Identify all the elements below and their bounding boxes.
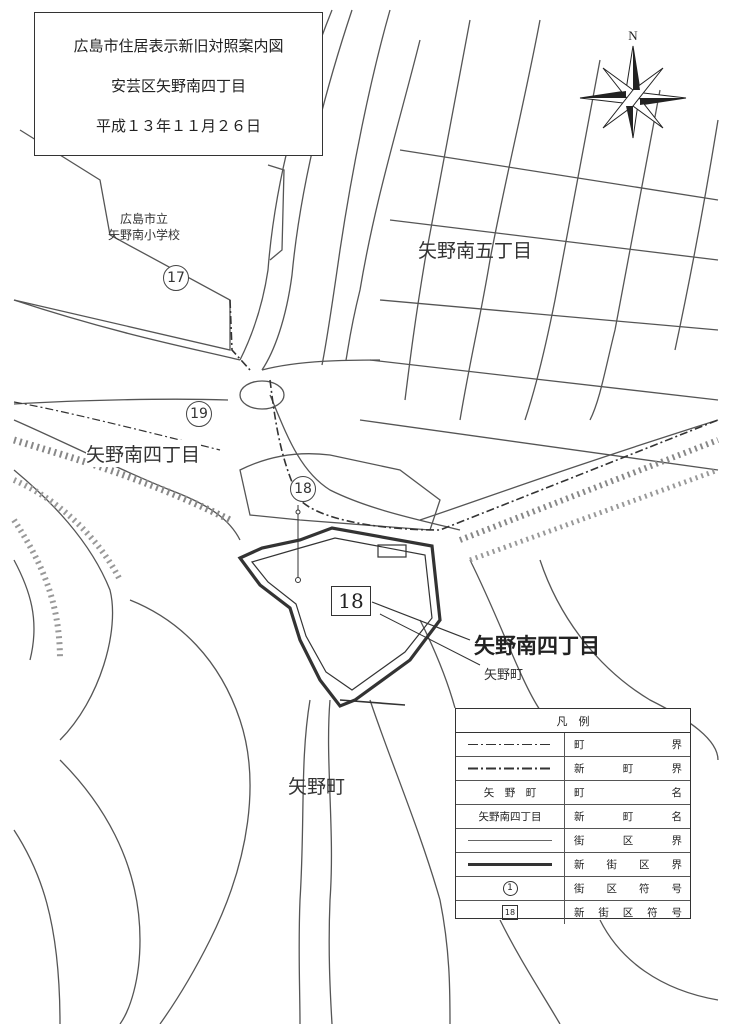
- legend-symbol-text: 矢 野 町: [483, 787, 537, 799]
- legend-symbol: [456, 853, 565, 876]
- legend-description-char: 号: [671, 907, 683, 919]
- legend-symbol: 矢 野 町: [456, 781, 565, 804]
- legend-description-char: 町: [622, 811, 634, 823]
- legend-row: 新街区界: [456, 853, 690, 877]
- legend-symbol: 18: [456, 901, 565, 924]
- legend-description-char: 新: [574, 859, 585, 871]
- legend-description: 街区符号: [574, 877, 682, 900]
- legend-description-char: 界: [671, 835, 683, 847]
- legend-description-char: 街: [574, 835, 585, 847]
- area-label-yanominami-4chome-new: 矢野南四丁目: [474, 634, 600, 658]
- legend-description-char: 街: [606, 859, 618, 871]
- legend-description-char: 町: [574, 739, 585, 751]
- legend-row: 街区界: [456, 829, 690, 853]
- compass-rose-icon: N: [578, 28, 688, 148]
- legend-row: 18 新 街 区 符 号: [456, 901, 690, 924]
- legend-row: 新町界: [456, 757, 690, 781]
- map-title: 広島市住居表示新旧対照案内図: [73, 37, 284, 55]
- legend-description-char: 界: [671, 739, 683, 751]
- legend-description: 新街区界: [574, 853, 682, 876]
- legend-symbol: 1: [456, 877, 565, 900]
- legend-description-char: 街: [574, 883, 585, 895]
- legend-symbol-text: 18: [502, 905, 518, 920]
- legend-symbol: 矢野南四丁目: [456, 805, 565, 828]
- area-label-yanominami-5chome: 矢野南五丁目: [418, 240, 533, 262]
- legend-description-char: 区: [639, 859, 650, 871]
- legend-row: 矢野南四丁目 新 町 名: [456, 805, 690, 829]
- block-marker-18: 18: [290, 476, 316, 502]
- legend-description: 新町名: [574, 805, 682, 828]
- legend-description-char: 町: [622, 763, 634, 775]
- legend-symbol: [456, 733, 565, 756]
- map-date: 平成１３年１１月２６日: [95, 117, 261, 135]
- area-label-yanocho: 矢野町: [288, 776, 346, 798]
- legend-line-sample: [468, 767, 552, 770]
- map-title-box: 広島市住居表示新旧対照案内図 安芸区矢野南四丁目 平成１３年１１月２６日: [34, 12, 323, 156]
- legend-title: 凡 例: [556, 715, 590, 728]
- legend-symbol: [456, 829, 565, 852]
- legend-line-sample: [468, 744, 552, 745]
- legend-description-char: 区: [606, 883, 618, 895]
- area-label-yanocho-small: 矢野町: [484, 668, 524, 683]
- legend-description-char: 界: [671, 859, 683, 871]
- legend-description: 新街区符号: [574, 901, 682, 924]
- legend-description-char: 区: [622, 835, 634, 847]
- legend-description-char: 名: [671, 811, 683, 823]
- legend-description-char: 新: [574, 811, 585, 823]
- map-subtitle-district: 安芸区矢野南四丁目: [110, 77, 246, 95]
- legend-line-sample: [468, 863, 552, 866]
- legend-description: 街区界: [574, 829, 682, 852]
- legend-description-char: 区: [622, 907, 634, 919]
- block-marker-19: 19: [186, 401, 212, 427]
- legend-row: 1 街 区 符 号: [456, 877, 690, 901]
- legend-description-char: 名: [671, 787, 683, 799]
- legend-symbol-text: 1: [502, 881, 518, 896]
- legend-description-char: 新: [574, 907, 585, 919]
- legend-description-char: 符: [639, 883, 650, 895]
- legend-description-char: 街: [598, 907, 609, 919]
- legend-symbol: [456, 757, 565, 780]
- school-label-line1: 広島市立: [120, 212, 169, 226]
- school-label-line2: 矢野南小学校: [108, 228, 181, 242]
- legend-description-char: 町: [574, 787, 585, 799]
- north-label: N: [628, 28, 638, 43]
- legend-header: 凡 例: [456, 709, 690, 733]
- legend-description-char: 新: [574, 763, 585, 775]
- legend-description: 新町界: [574, 757, 682, 780]
- legend-description-char: 号: [671, 883, 683, 895]
- legend-description-char: 符: [647, 907, 658, 919]
- legend-description-char: 界: [671, 763, 683, 775]
- legend-row: 町界: [456, 733, 690, 757]
- legend-line-sample: [468, 840, 552, 841]
- area-label-yanominami-4chome-old: 矢野南四丁目: [86, 440, 201, 467]
- legend-row: 矢 野 町町名: [456, 781, 690, 805]
- legend-symbol-text: 矢野南四丁目: [478, 811, 542, 823]
- block-marker-17: 17: [163, 265, 189, 291]
- legend-description: 町名: [574, 781, 682, 804]
- new-block-marker-18: 18: [331, 586, 371, 616]
- legend-description: 町界: [574, 733, 682, 756]
